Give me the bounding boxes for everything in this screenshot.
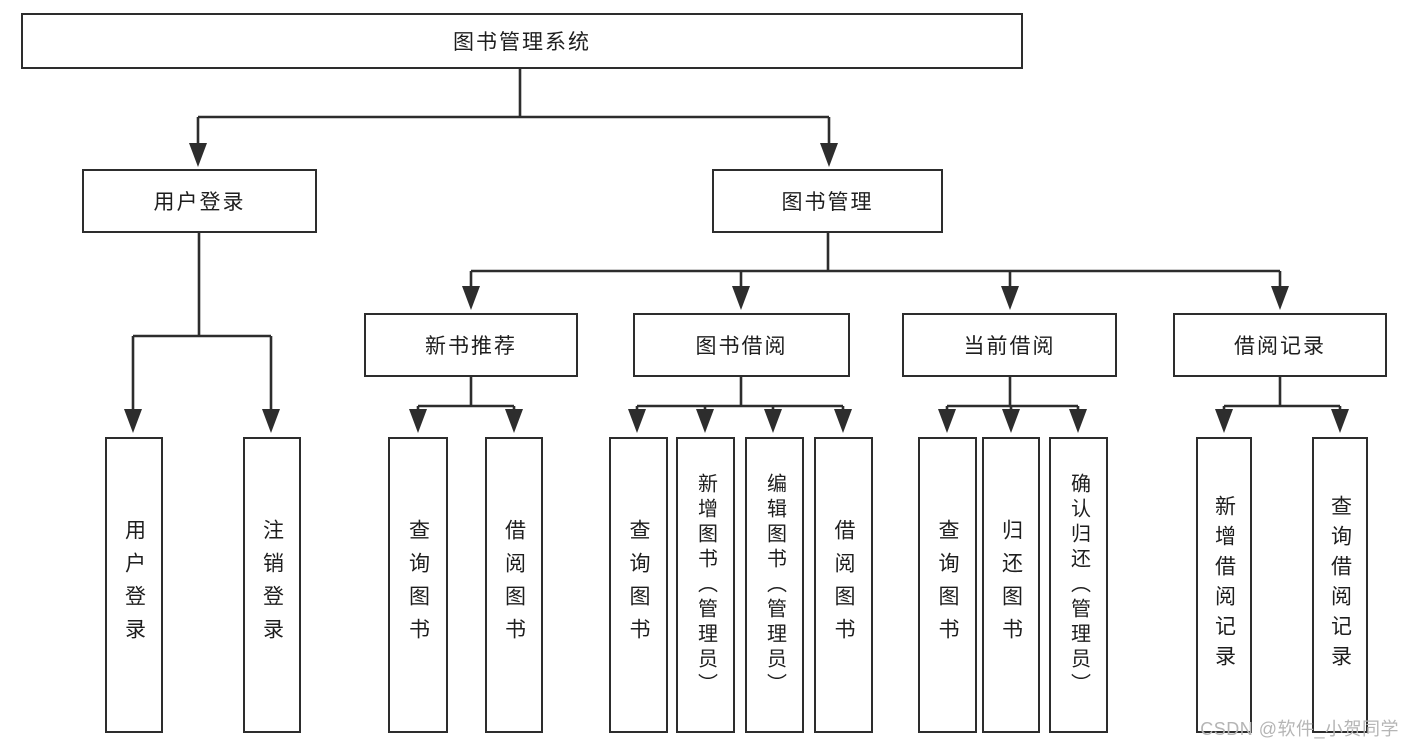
node-newbooks-borrow-books: 借阅图书 <box>485 437 543 733</box>
node-label: 查询图书 <box>936 519 959 651</box>
node-label: 图书借阅 <box>695 335 788 358</box>
node-borrowing-edit-books-admin: 编辑图书（管理员） <box>745 437 804 733</box>
node-label: 用户登录 <box>153 191 246 214</box>
node-book-borrowing: 图书借阅 <box>633 313 850 377</box>
connector-book-management <box>462 233 1289 310</box>
connector-root <box>189 69 838 167</box>
node-borrowing-borrow-books: 借阅图书 <box>814 437 873 733</box>
node-label: 新增借阅记录 <box>1212 495 1236 675</box>
node-label: 图书管理系统 <box>453 31 591 54</box>
node-new-book-recommend: 新书推荐 <box>364 313 578 377</box>
node-records-query-borrow-record: 查询借阅记录 <box>1312 437 1368 733</box>
csdn-watermark: CSDN @软件_小贺同学 <box>1200 719 1399 739</box>
node-label: 用户登录 <box>122 519 146 651</box>
node-borrowing-query-books: 查询图书 <box>609 437 668 733</box>
connector-user-login <box>124 233 280 433</box>
connector-new-book-recommend <box>409 377 523 433</box>
node-label: 当前借阅 <box>963 335 1056 358</box>
node-user-login-leaf: 用户登录 <box>105 437 163 733</box>
node-label: 新书推荐 <box>425 335 517 358</box>
node-book-management: 图书管理 <box>712 169 943 233</box>
node-label: 新增图书（管理员） <box>694 472 717 698</box>
node-current-query-books: 查询图书 <box>918 437 977 733</box>
node-records-add-borrow-record: 新增借阅记录 <box>1196 437 1252 733</box>
node-newbooks-query-books: 查询图书 <box>388 437 448 733</box>
node-label: 借阅记录 <box>1234 335 1326 358</box>
node-label: 借阅图书 <box>832 519 855 651</box>
node-label: 借阅图书 <box>502 519 526 651</box>
node-label: 图书管理 <box>781 191 874 214</box>
node-label: 查询图书 <box>627 519 650 651</box>
node-label: 查询图书 <box>406 519 430 651</box>
node-current-return-books: 归还图书 <box>982 437 1040 733</box>
connector-book-borrowing <box>628 377 852 433</box>
node-user-login: 用户登录 <box>82 169 317 233</box>
node-label: 确认归还（管理员） <box>1067 472 1090 698</box>
node-label: 编辑图书（管理员） <box>763 472 786 698</box>
node-current-borrowing: 当前借阅 <box>902 313 1117 377</box>
connector-current-borrowing <box>938 377 1087 433</box>
node-borrow-records: 借阅记录 <box>1173 313 1387 377</box>
node-borrowing-add-books-admin: 新增图书（管理员） <box>676 437 735 733</box>
node-label: 注销登录 <box>260 519 284 651</box>
node-library-system: 图书管理系统 <box>21 13 1023 69</box>
node-logout: 注销登录 <box>243 437 301 733</box>
connector-borrow-records <box>1215 377 1349 433</box>
node-label: 归还图书 <box>999 519 1023 651</box>
node-label: 查询借阅记录 <box>1328 495 1352 675</box>
node-current-confirm-return-admin: 确认归还（管理员） <box>1049 437 1108 733</box>
